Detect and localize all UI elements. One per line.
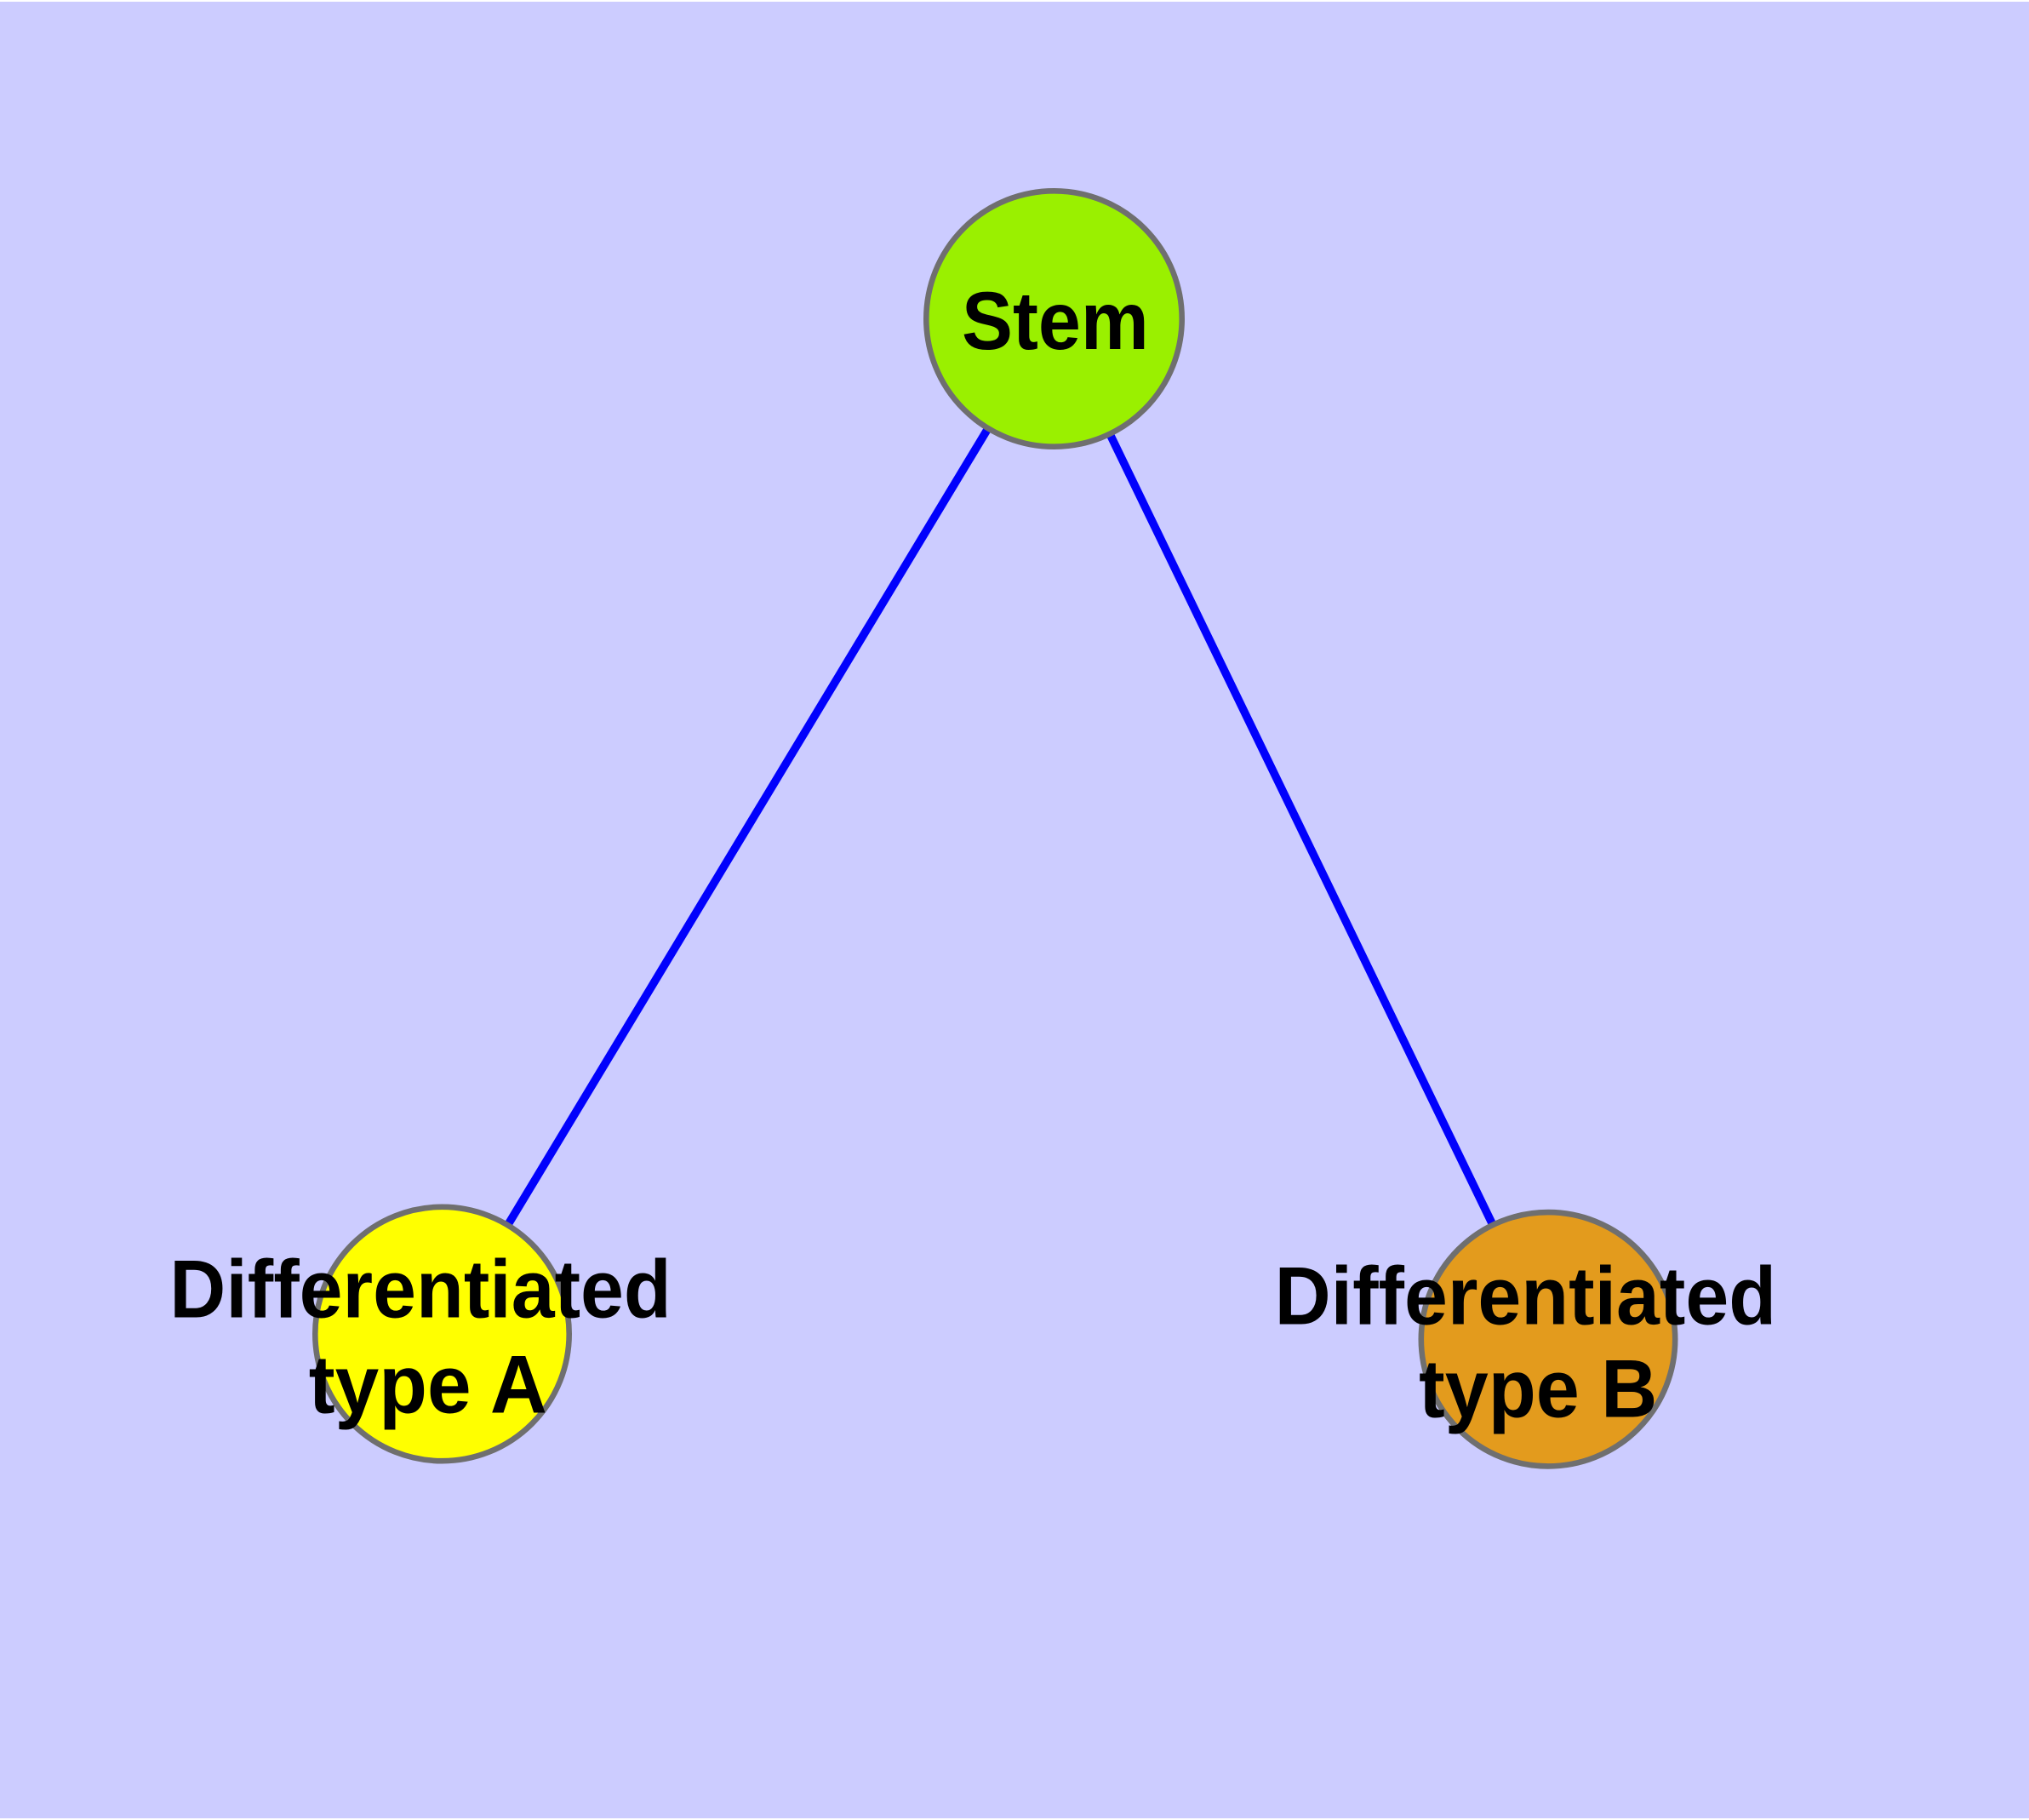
- svg-text:type A: type A: [309, 1337, 547, 1430]
- svg-text:Differentiated: Differentiated: [169, 1242, 671, 1335]
- svg-text:Differentiated: Differentiated: [1275, 1249, 1776, 1342]
- svg-text:type B: type B: [1419, 1342, 1657, 1435]
- svg-text:Stem: Stem: [962, 274, 1149, 367]
